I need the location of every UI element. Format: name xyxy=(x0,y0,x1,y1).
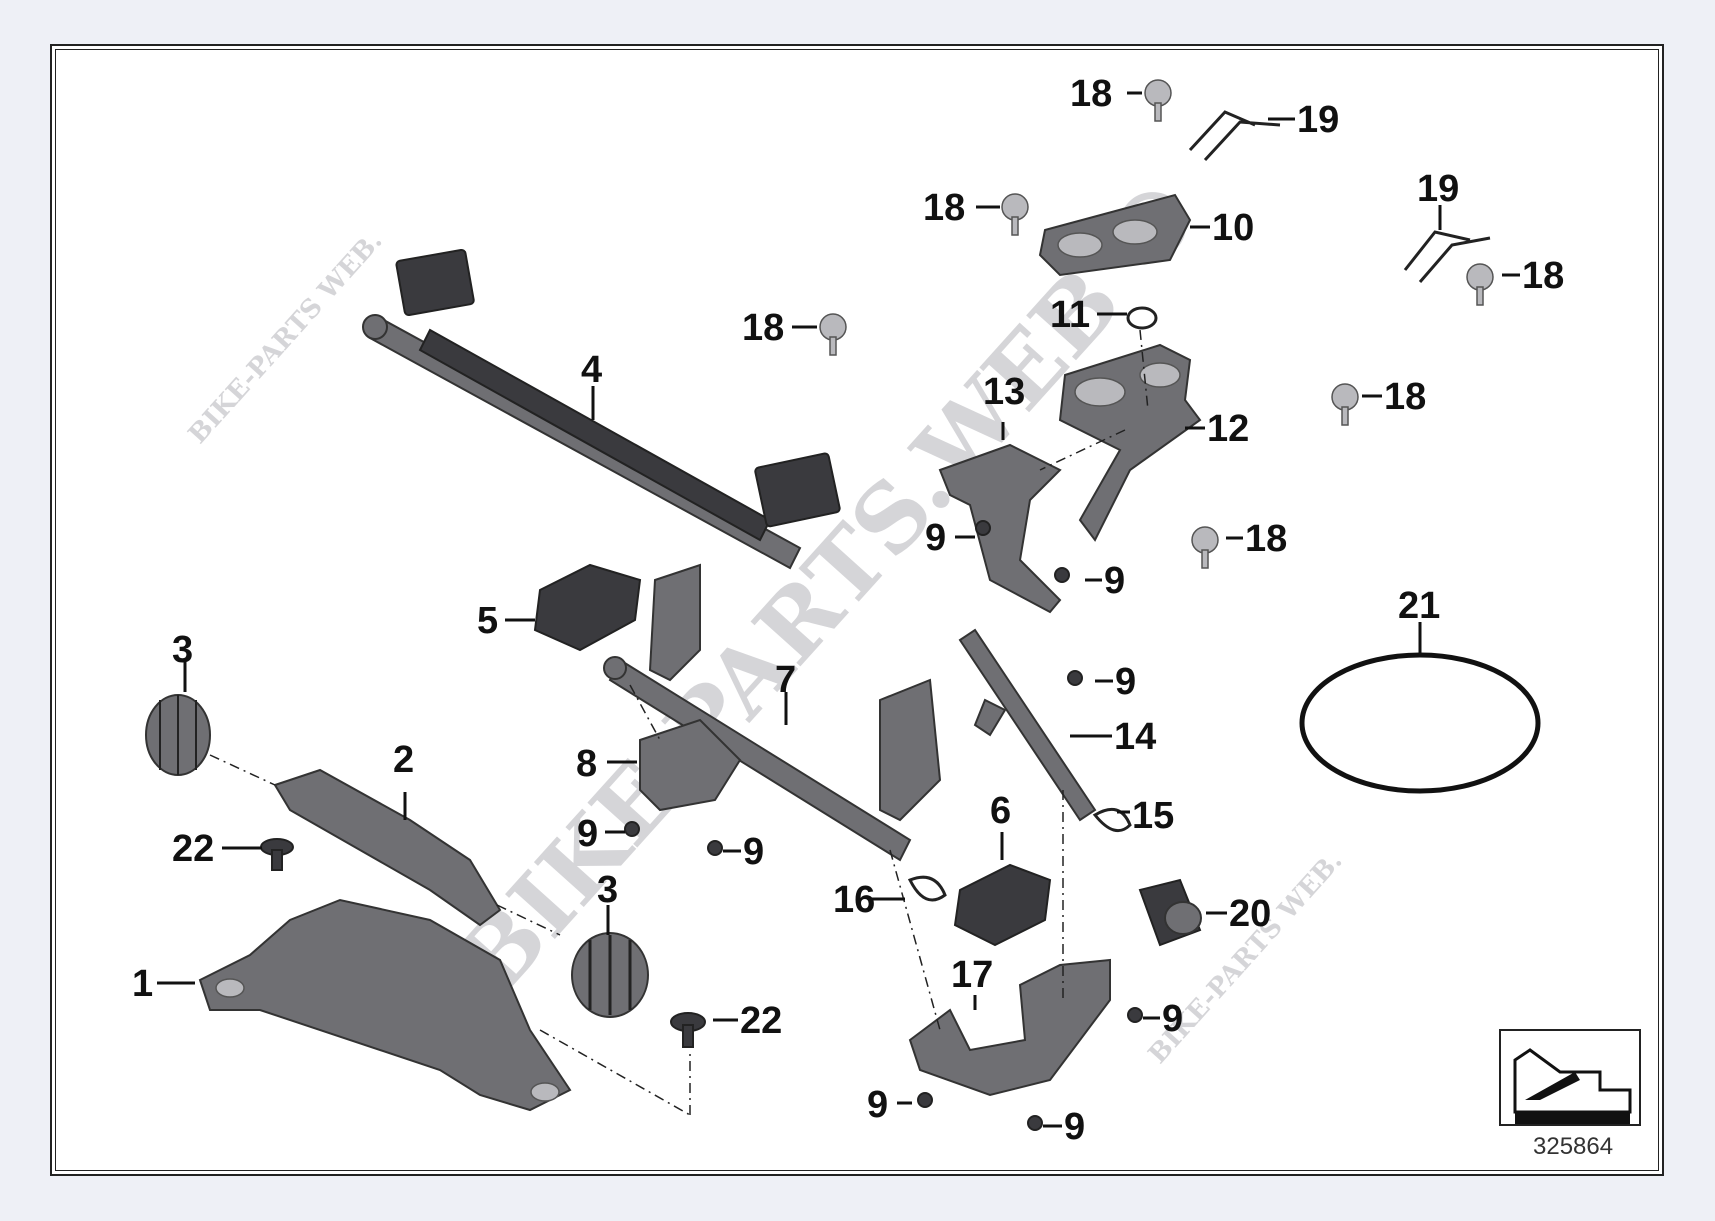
part-11-clip xyxy=(1126,306,1158,330)
callout-22-a: 22 xyxy=(172,828,214,870)
callout-18-a: 18 xyxy=(1070,73,1112,115)
callout-18-b: 18 xyxy=(923,187,965,229)
catalog-number: 325864 xyxy=(1533,1133,1613,1160)
watermark-small-left: BIKE-PARTS WEB. xyxy=(183,226,389,450)
alignment-lines xyxy=(209,329,1149,1116)
part-4-rack xyxy=(362,248,841,570)
callout-7: 7 xyxy=(775,659,796,701)
callout-19-b: 19 xyxy=(1417,168,1459,210)
part-16-clip xyxy=(907,875,947,902)
diagram-direction-icon xyxy=(1499,1029,1641,1126)
part-13-bracket xyxy=(938,443,1062,614)
part-1-base xyxy=(198,898,572,1112)
callout-3-right: 3 xyxy=(597,869,618,911)
part-19-wires xyxy=(1188,110,1491,283)
callout-14: 14 xyxy=(1114,716,1156,758)
callout-6: 6 xyxy=(990,790,1011,832)
part-6-cover xyxy=(953,863,1052,947)
callout-9-f: 9 xyxy=(1162,998,1183,1040)
callout-labels: 1 2 3 3 4 5 6 7 8 9 9 9 9 9 9 9 9 10 11 … xyxy=(132,73,1564,1148)
callout-21: 21 xyxy=(1398,585,1440,627)
callout-18-f: 18 xyxy=(1245,518,1287,560)
callout-9-e: 9 xyxy=(743,831,764,873)
part-10-plate xyxy=(1038,193,1192,277)
callout-9-h: 9 xyxy=(1064,1106,1085,1148)
part-17-holder xyxy=(908,958,1111,1097)
diagram-inner-border xyxy=(55,49,1659,1171)
part-22-screw-upper xyxy=(260,838,294,871)
part-22-screw-lower xyxy=(670,1012,706,1048)
part-7-shaft xyxy=(603,563,942,862)
callout-11: 11 xyxy=(1050,294,1090,336)
part-9-screws xyxy=(624,520,1143,1131)
callout-15: 15 xyxy=(1132,795,1174,837)
callout-9-d: 9 xyxy=(577,813,598,855)
callout-20: 20 xyxy=(1229,893,1271,935)
part-14-lever xyxy=(958,628,1097,822)
part-8-bracket xyxy=(639,718,742,812)
callout-3-left: 3 xyxy=(172,629,193,671)
part-18-clips xyxy=(819,79,1494,569)
part-15-clip xyxy=(1092,807,1132,833)
callout-17: 17 xyxy=(951,954,993,996)
part-20-lock xyxy=(1138,878,1202,947)
callout-5: 5 xyxy=(477,600,498,642)
callout-22-b: 22 xyxy=(740,1000,782,1042)
callout-9-a: 9 xyxy=(925,517,946,559)
part-3-gear-left xyxy=(145,694,211,776)
callout-2: 2 xyxy=(393,739,414,781)
part-12-bracket xyxy=(1058,343,1202,542)
callout-4: 4 xyxy=(581,349,602,391)
callout-1: 1 xyxy=(132,963,153,1005)
callout-9-b: 9 xyxy=(1104,560,1125,602)
callout-18-e: 18 xyxy=(1384,376,1426,418)
callout-16: 16 xyxy=(833,879,875,921)
part-2-arm xyxy=(273,768,502,927)
part-3-gear-right xyxy=(571,932,649,1018)
callout-18-c: 18 xyxy=(742,307,784,349)
callout-9-g: 9 xyxy=(867,1084,888,1126)
callout-19-a: 19 xyxy=(1297,99,1339,141)
callout-13: 13 xyxy=(983,371,1025,413)
callout-8: 8 xyxy=(576,743,597,785)
callout-9-c: 9 xyxy=(1115,661,1136,703)
callout-18-d: 18 xyxy=(1522,255,1564,297)
callout-12: 12 xyxy=(1207,408,1249,450)
part-21-ring xyxy=(1299,652,1541,794)
part-5-cover xyxy=(533,563,642,652)
leader-lines xyxy=(157,91,1520,1128)
callout-10: 10 xyxy=(1212,207,1254,249)
